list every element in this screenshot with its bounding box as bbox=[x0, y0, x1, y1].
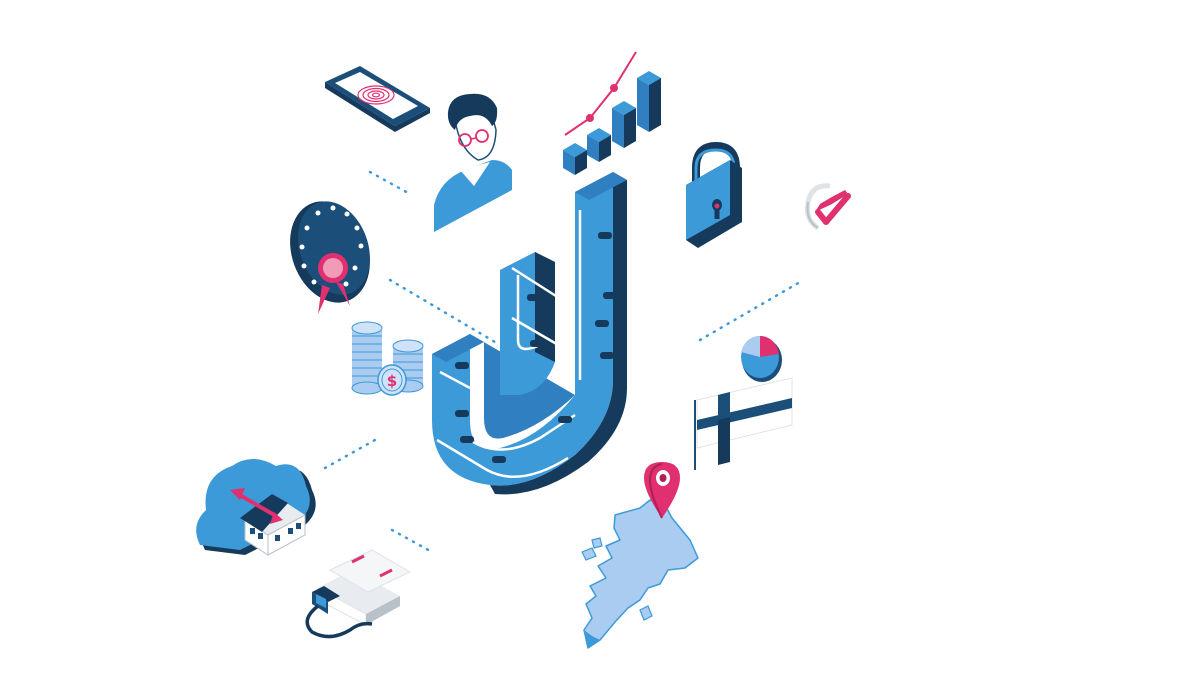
power-plug-icon bbox=[305, 549, 412, 639]
finland-flag-icon bbox=[694, 377, 793, 470]
coin-stacks-icon: $ bbox=[351, 321, 424, 396]
smartphone-fingerprint-icon bbox=[325, 66, 430, 132]
location-pin-icon bbox=[644, 462, 680, 519]
checkmark-badge-icon bbox=[805, 183, 851, 231]
dotted-connectors bbox=[323, 170, 802, 554]
pie-chart-icon bbox=[741, 335, 782, 382]
growth-chart-icon bbox=[563, 51, 661, 175]
europe-map-icon bbox=[581, 499, 699, 649]
magnet-icon bbox=[432, 172, 627, 495]
padlock-icon bbox=[686, 141, 742, 248]
person-glasses-icon bbox=[434, 93, 512, 232]
cloud-house-sync-icon bbox=[196, 459, 316, 556]
coin-symbol: $ bbox=[387, 372, 397, 390]
eu-certificate-icon bbox=[290, 201, 370, 314]
